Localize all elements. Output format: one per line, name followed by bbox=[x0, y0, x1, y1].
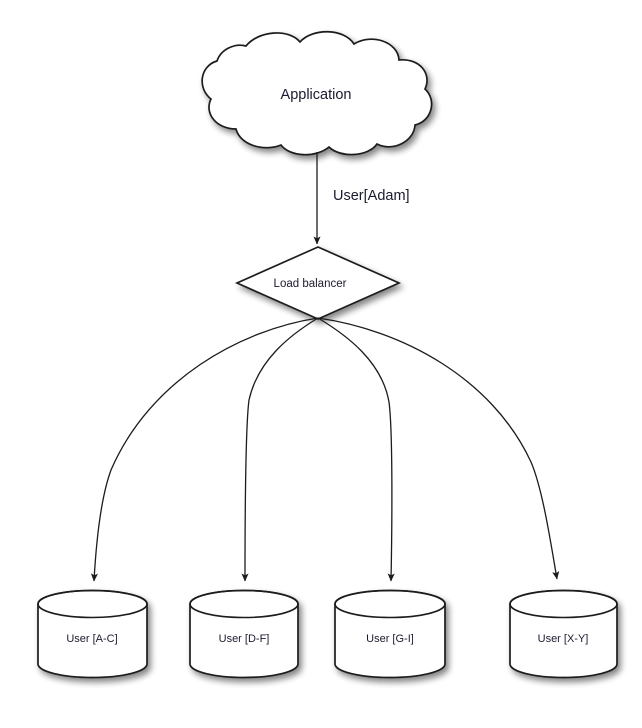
cloud-shape bbox=[201, 30, 433, 156]
cylinder-label-4: User [X-Y] bbox=[538, 633, 589, 645]
node-database-1[interactable]: User [A-C] bbox=[37, 589, 148, 679]
node-application-cloud[interactable]: Application bbox=[201, 30, 433, 156]
diamond-shape bbox=[234, 246, 402, 320]
node-database-4[interactable]: User [X-Y] bbox=[509, 589, 618, 679]
edge-balancer-to-db-1 bbox=[90, 317, 319, 582]
edge-balancer-to-db-3 bbox=[317, 317, 395, 582]
cylinder-label-2: User [D-F] bbox=[219, 633, 270, 645]
cylinder-label-1: User [A-C] bbox=[66, 633, 117, 645]
cylinder-top-1 bbox=[37, 589, 148, 619]
diamond-label: Load balancer bbox=[274, 278, 347, 290]
node-database-3[interactable]: User [G-I] bbox=[334, 589, 446, 679]
cylinder-top-3 bbox=[334, 589, 446, 619]
cloud-label: Application bbox=[281, 87, 352, 103]
edges-balancer-to-databases bbox=[90, 317, 560, 582]
cylinder-top-4 bbox=[509, 589, 618, 619]
edge-app-to-balancer: User[Adam] bbox=[313, 152, 410, 245]
edge-balancer-to-db-4 bbox=[317, 317, 560, 580]
node-load-balancer-diamond[interactable]: Load balancer bbox=[234, 246, 402, 320]
cylinder-top-2 bbox=[189, 589, 299, 619]
edge-balancer-to-db-2 bbox=[241, 317, 319, 582]
edge-app-to-balancer-label: User[Adam] bbox=[333, 188, 410, 204]
cylinder-label-3: User [G-I] bbox=[366, 633, 414, 645]
node-database-2[interactable]: User [D-F] bbox=[189, 589, 299, 679]
